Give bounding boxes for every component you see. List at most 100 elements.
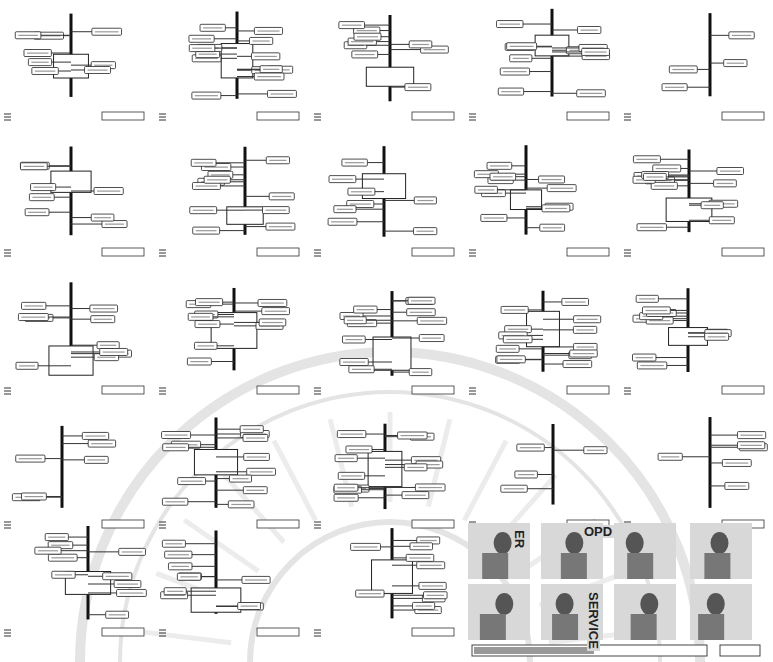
menu-mark — [4, 391, 11, 392]
menu-mark — [314, 522, 321, 523]
branch-line — [71, 31, 92, 32]
step-box — [229, 475, 251, 482]
text-trace — [484, 217, 504, 218]
branch-line — [186, 591, 216, 592]
branch-line — [537, 46, 552, 47]
menu-mark — [4, 253, 11, 254]
photo-figure — [494, 532, 512, 554]
menu-mark — [314, 250, 321, 251]
branch-line — [62, 459, 84, 460]
branch-line — [62, 443, 88, 444]
text-trace — [338, 458, 354, 459]
flowchart-thumb — [159, 12, 299, 120]
branch-line — [688, 332, 706, 333]
caption-box — [257, 520, 299, 528]
text-trace — [349, 449, 369, 450]
step-box — [162, 432, 191, 439]
menu-mark — [469, 388, 476, 389]
step-box — [228, 501, 254, 508]
branch-line — [689, 220, 709, 221]
branch-line — [216, 478, 229, 479]
text-trace — [543, 227, 562, 228]
menu-mark — [4, 394, 11, 395]
text-trace — [257, 30, 279, 31]
step-box — [407, 309, 436, 316]
text-trace — [194, 162, 213, 163]
text-trace — [420, 320, 443, 321]
menu-mark — [624, 114, 631, 115]
branch-line — [553, 450, 584, 451]
branch-line — [660, 159, 689, 160]
branch-line — [237, 69, 260, 70]
branch-line — [380, 546, 392, 547]
text-trace — [262, 322, 283, 323]
branch-line — [384, 593, 392, 594]
text-trace — [740, 445, 761, 446]
branch-line — [525, 359, 543, 360]
branch-line — [237, 30, 254, 31]
step-box — [669, 66, 697, 73]
menu-mark — [4, 525, 11, 526]
text-trace — [357, 309, 374, 310]
step-box — [342, 336, 365, 343]
text-trace — [337, 497, 355, 498]
step-box — [570, 350, 598, 357]
step-box — [346, 446, 372, 453]
photo-ground — [468, 584, 530, 640]
step-box — [242, 576, 270, 583]
caption-box — [102, 520, 144, 528]
branch-line — [392, 320, 417, 321]
footer-text-block — [474, 647, 594, 654]
branch-line — [220, 324, 234, 325]
flowchart-thumb — [469, 424, 609, 528]
text-trace — [565, 301, 586, 302]
branch-line — [656, 357, 688, 358]
branch-line — [206, 481, 216, 482]
step-box — [584, 447, 607, 454]
menu-mark — [624, 394, 631, 395]
photo-figure — [704, 553, 730, 579]
step-box — [178, 478, 206, 485]
watermark-ray — [274, 441, 316, 521]
text-trace — [410, 312, 433, 313]
flowchart-thumb — [314, 291, 454, 394]
menu-mark — [314, 117, 321, 118]
branch-line — [234, 311, 262, 312]
step-box — [258, 299, 287, 306]
menu-mark — [624, 253, 631, 254]
step-box — [714, 180, 737, 187]
branch-line — [390, 49, 421, 50]
step-box — [351, 543, 381, 550]
branch-line — [377, 309, 392, 310]
text-trace — [32, 197, 51, 198]
text-trace — [504, 488, 524, 489]
branch-line — [221, 95, 237, 96]
step-box — [269, 193, 294, 200]
caption-box — [722, 386, 764, 394]
watermark-rays — [142, 412, 638, 643]
text-trace — [165, 435, 188, 436]
branch-line — [223, 302, 234, 303]
branch-line — [677, 185, 689, 186]
branch-line — [378, 54, 390, 55]
text-trace — [345, 162, 364, 163]
caption-box — [412, 112, 454, 120]
caption-box — [257, 628, 299, 636]
step-box — [196, 299, 223, 306]
text-trace — [545, 208, 567, 209]
step-box — [45, 534, 68, 541]
text-trace — [197, 345, 214, 346]
text-trace — [415, 605, 431, 606]
branch-line — [216, 606, 238, 607]
branch-line — [192, 554, 216, 555]
step-box — [31, 184, 56, 191]
step-box — [334, 206, 356, 213]
branch-line — [507, 217, 526, 218]
branch-line — [552, 29, 578, 30]
text-trace — [407, 467, 424, 468]
branch-line — [49, 212, 71, 213]
branch-line — [62, 435, 82, 436]
step-box — [542, 205, 570, 212]
text-trace — [640, 227, 663, 228]
text-trace — [500, 24, 520, 25]
